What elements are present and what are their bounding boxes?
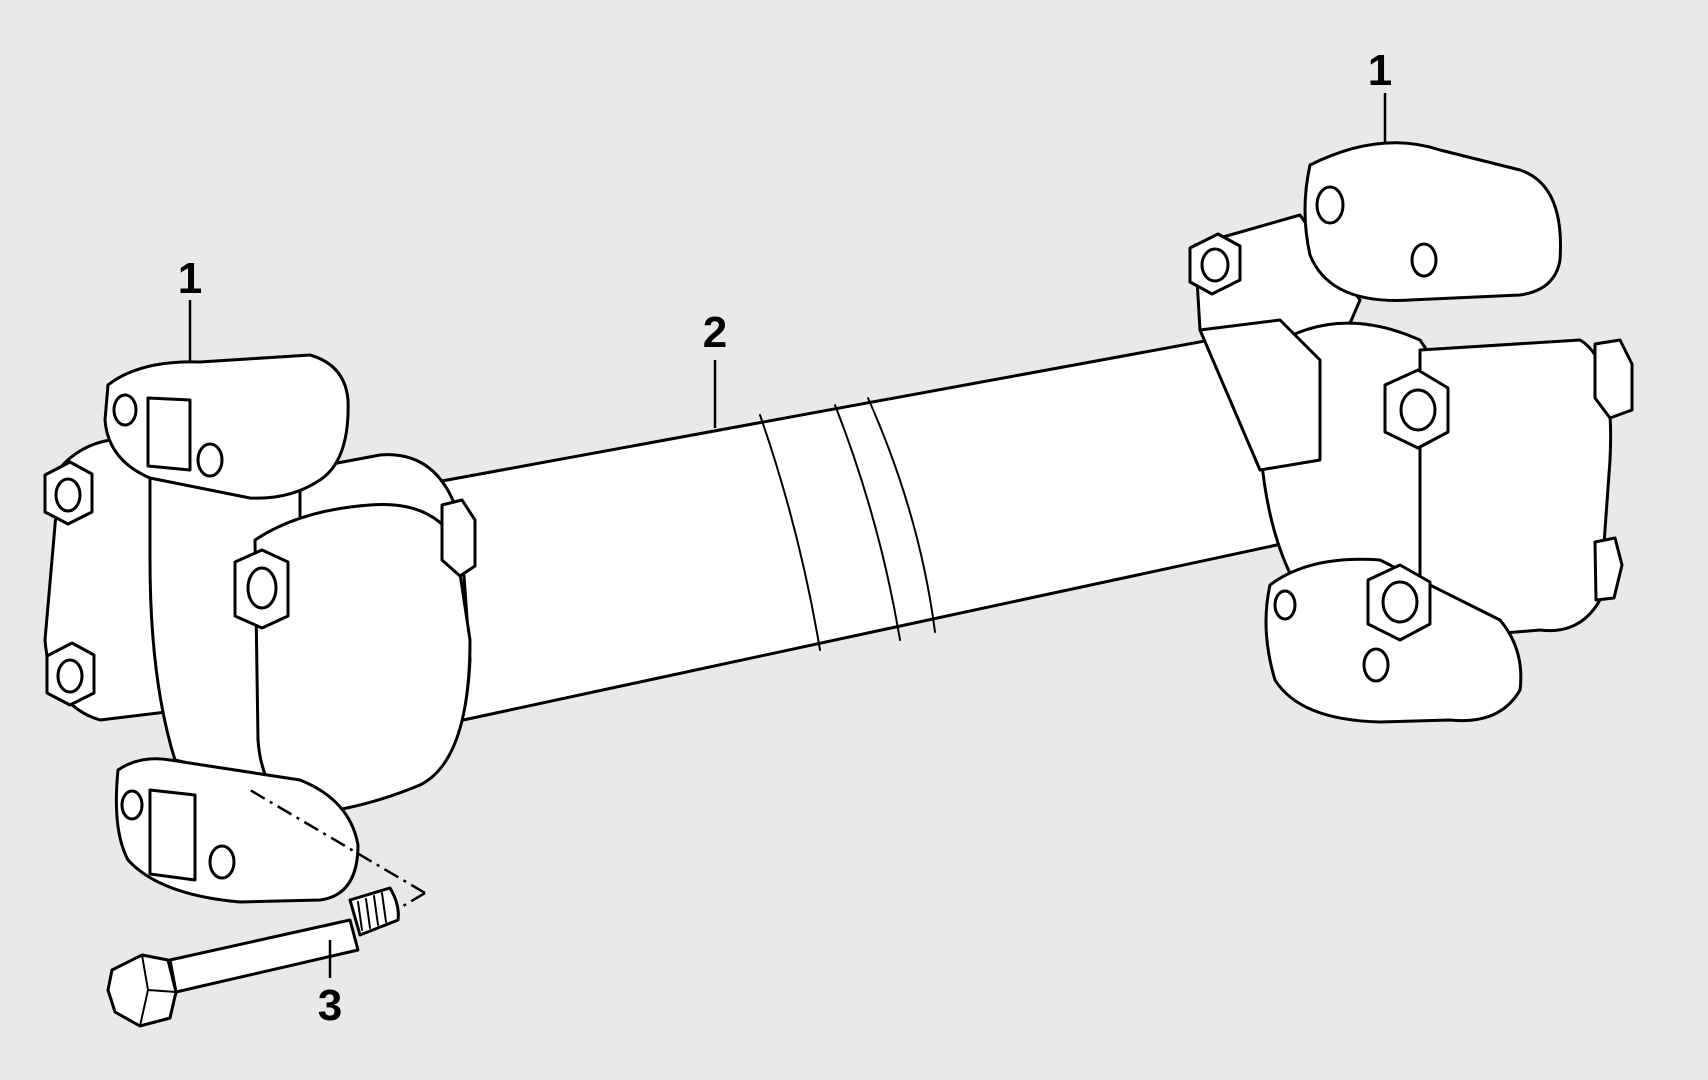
left-joint-bolt-heads (43, 460, 477, 707)
callout-1-left: 1 (178, 254, 202, 303)
right-joint-bolt-heads (1188, 232, 1634, 642)
left-universal-joint (43, 353, 472, 904)
callout-3: 3 (318, 981, 342, 1030)
assembly-dash-line (249, 788, 426, 908)
callout-1-right: 1 (1368, 46, 1392, 95)
callout-2: 2 (703, 308, 727, 357)
shaft-tube (418, 328, 1302, 727)
right-universal-joint (1193, 141, 1613, 724)
bolt (106, 886, 400, 1028)
